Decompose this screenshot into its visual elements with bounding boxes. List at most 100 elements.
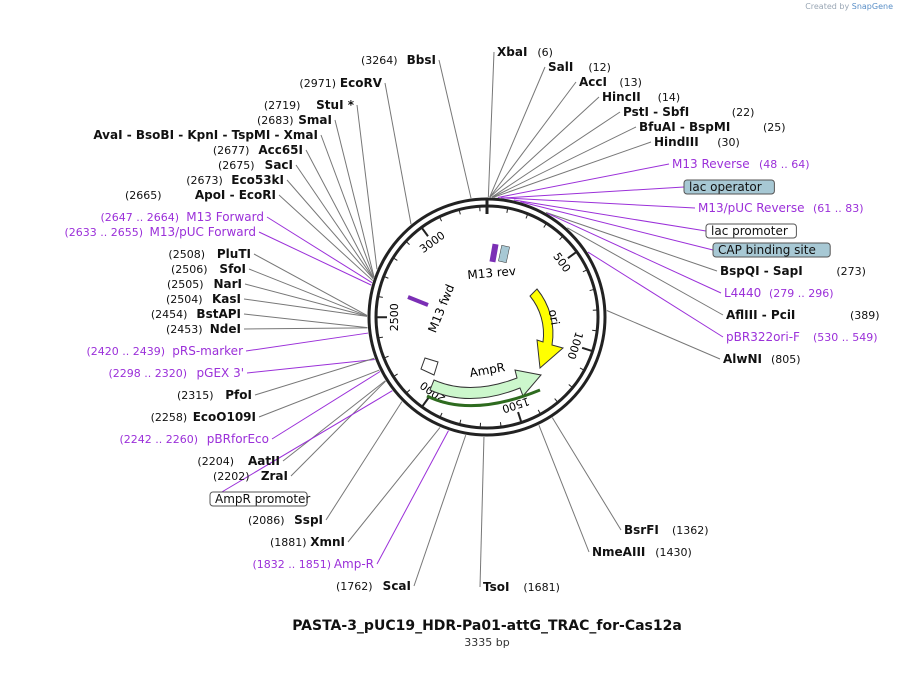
map-label[interactable]: SfoI(2506) (171, 262, 246, 276)
plasmid-name: PASTA-3_pUC19_HDR-Pa01-attG_TRAC_for-Cas… (292, 618, 682, 634)
label-position: (2633 .. 2655) (64, 226, 143, 239)
label-name: AatII (248, 454, 280, 468)
leader-line (491, 111, 621, 198)
label-position: (2673) (186, 174, 223, 187)
map-label[interactable]: SacI(2675) (218, 158, 293, 172)
map-label[interactable]: ApoI - EcoRI(2665) (125, 188, 276, 202)
label-position: (30) (717, 136, 740, 149)
map-label[interactable]: HindIII(30) (654, 135, 740, 149)
map-label[interactable]: AlwNI(805) (723, 352, 801, 366)
map-label[interactable]: AatII(2204) (197, 454, 280, 468)
map-label[interactable]: ZraI(2202) (213, 469, 288, 483)
leader-line (248, 268, 368, 317)
map-label[interactable]: AmpR promoter (209, 491, 310, 507)
label-position: (48 .. 64) (759, 158, 810, 171)
brand-prefix: Created by (805, 2, 850, 11)
label-position: (14) (658, 91, 681, 104)
label-name: XbaI (497, 45, 527, 59)
label-name: EcoRV (340, 76, 383, 90)
map-label[interactable]: SalI(12) (548, 60, 611, 74)
leader-line (479, 436, 485, 588)
map-label[interactable]: PfoI(2315) (177, 388, 252, 402)
tick-mark (393, 373, 398, 378)
tick-mark (506, 207, 509, 213)
map-label[interactable]: pRS-marker(2420 .. 2439) (86, 344, 243, 358)
map-label[interactable]: AvaI - BsoBI - KpnI - TspMI - XmaI(2681) (0, 128, 318, 142)
map-label[interactable]: pBRforEco(2242 .. 2260) (119, 432, 269, 446)
tick-mark (377, 336, 384, 339)
label-name: PstI - SbfI (623, 105, 689, 119)
label-name: Acc65I (258, 143, 303, 157)
tick-label: 1000 (565, 330, 586, 361)
leader-line (295, 164, 374, 279)
ori-arrow[interactable] (529, 288, 565, 370)
map-label[interactable]: KasI(2504) (166, 292, 241, 306)
map-label[interactable]: BbsI(3264) (361, 53, 436, 67)
map-label[interactable]: ScaI(1762) (336, 579, 411, 593)
map-label[interactable]: BfuAI - BspMI(25) (639, 120, 786, 134)
map-label[interactable]: Eco53kI(2673) (186, 173, 284, 187)
map-label[interactable]: NarI(2505) (167, 277, 242, 291)
label-name: HincII (602, 90, 641, 104)
leader-line (606, 310, 721, 360)
map-label[interactable]: AccI(13) (579, 75, 642, 89)
leader-line (413, 434, 467, 587)
label-position: (1762) (336, 580, 373, 593)
map-label[interactable]: HincII (14) (602, 90, 680, 104)
leader-line (245, 332, 369, 352)
label-position: (1681) (523, 581, 560, 594)
map-label[interactable]: EcoRV (2971) (299, 76, 382, 90)
label-name: NmeAIII (592, 545, 645, 559)
map-label[interactable]: pGEX 3'(2298 .. 2320) (108, 366, 244, 380)
map-label[interactable]: XmnI(1881) (270, 535, 345, 549)
map-label[interactable]: XbaI(6) (497, 45, 553, 59)
tick-mark (377, 295, 383, 298)
map-label[interactable]: lac operator (683, 179, 775, 195)
map-label[interactable]: StuI *(2719) (264, 98, 355, 112)
map-label[interactable]: M13 Reverse(48 .. 64) (672, 157, 810, 171)
map-label[interactable]: pBR322ori-F(530 .. 549) (726, 330, 878, 344)
map-label[interactable]: SmaI(2683) (257, 113, 332, 127)
tick-mark (405, 389, 411, 394)
label-name: AlwNI (723, 352, 762, 366)
map-label[interactable]: CAP binding site (712, 242, 831, 258)
map-label[interactable]: BsrFI(1362) (624, 523, 709, 537)
map-label[interactable]: AflIII - PciI(389) (726, 308, 880, 322)
label-position: (1881) (270, 536, 307, 549)
map-label[interactable]: NmeAIII(1430) (592, 545, 692, 559)
label-name: SacI (265, 158, 293, 172)
map-label[interactable]: Amp-R(1832 .. 1851) (252, 557, 374, 571)
leader-line (376, 430, 449, 565)
label-name: M13/pUC Reverse (698, 201, 805, 215)
ampr-arrow[interactable] (429, 369, 542, 399)
map-label[interactable]: L4440(279 .. 296) (724, 286, 834, 300)
map-label[interactable]: NdeI(2453) (166, 322, 241, 336)
map-label[interactable]: lac promoter (705, 223, 797, 239)
tick-mark (525, 213, 529, 219)
map-label[interactable]: BspQI - SapI(273) (720, 264, 866, 278)
label-position: (2971) (299, 77, 336, 90)
ampr-promoter-arrow[interactable] (420, 357, 439, 376)
tick-mark (392, 257, 398, 261)
map-label[interactable]: M13 Forward(2647 .. 2664) (100, 210, 264, 224)
tick-mark (517, 411, 523, 423)
map-label[interactable]: EcoO109I(2258) (151, 410, 256, 424)
label-position: (1362) (672, 524, 709, 537)
map-label[interactable]: M13/pUC Reverse(61 .. 83) (698, 201, 864, 215)
map-label[interactable]: TsoI(1681) (483, 580, 560, 594)
label-name: NdeI (210, 322, 241, 336)
map-label[interactable]: Acc65I(2677) (213, 143, 303, 157)
tick-mark (581, 346, 593, 353)
map-label[interactable]: PstI - SbfI(22) (623, 105, 754, 119)
leader-line (513, 199, 707, 232)
backbone-ring (367, 197, 607, 437)
leader-line (266, 216, 373, 284)
tick-mark (499, 422, 502, 428)
tick-mark (589, 288, 595, 292)
leader-line (258, 369, 380, 418)
label-position: (2508) (168, 248, 205, 261)
map-label[interactable]: PluTI(2508) (168, 247, 251, 261)
map-label[interactable]: BstAPI(2454) (151, 307, 241, 321)
map-label[interactable]: M13/pUC Forward(2633 .. 2655) (64, 225, 256, 239)
map-label[interactable]: SspI(2086) (248, 513, 323, 527)
